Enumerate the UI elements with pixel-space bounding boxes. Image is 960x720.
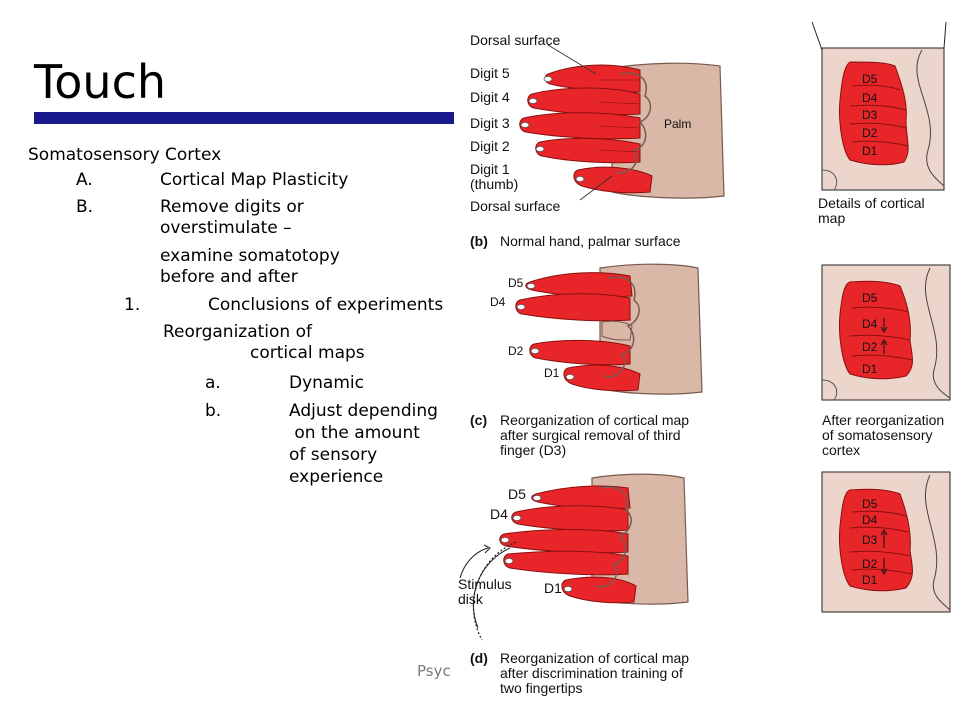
caption-letter-d: (d) [470, 650, 488, 666]
caption-after-reorg-line2: of somatosensory [822, 427, 933, 443]
map-label-d1: D1 [862, 144, 878, 158]
outline-item-b-line4: before and after [160, 267, 298, 287]
cortex-map-d3-removed [821, 264, 951, 401]
hand-label-d1: D1 [544, 580, 562, 596]
digit-3-finger [499, 529, 629, 554]
label-thumb: (thumb) [470, 176, 519, 192]
caption-letter-b: (b) [470, 233, 488, 249]
caption-d3-removal-line1: Reorganization of cortical map [500, 412, 690, 428]
outline-reorg-line2: cortical maps [250, 343, 365, 363]
outline-item-a: Cortical Map Plasticity [160, 170, 349, 190]
outline-item-b-line2: overstimulate – [160, 218, 292, 238]
outline-sub-b-line3: of sensory [289, 445, 378, 465]
map-label-d2: D2 [862, 126, 878, 140]
label-digit-2: Digit 2 [470, 138, 510, 154]
hand-label-d4: D4 [490, 295, 506, 309]
outline-sub-b-line2: on the amount [289, 423, 420, 443]
digit-4-finger [515, 293, 631, 322]
map-label-d5: D5 [862, 72, 878, 86]
outline-sub-b-line1: Adjust depending [289, 401, 438, 421]
map-label-d5: D5 [862, 497, 878, 511]
hand-label-d4: D4 [490, 506, 508, 522]
map-label-d4: D4 [862, 513, 878, 527]
caption-training-line1: Reorganization of cortical map [500, 650, 690, 666]
digit-4-finger [511, 505, 629, 532]
caption-after-reorg-line1: After reorganization [822, 412, 945, 428]
cortex-map-training [821, 471, 951, 613]
map-label-d1: D1 [862, 573, 878, 587]
caption-training-line3: two fingertips [500, 680, 583, 696]
outline-sub1-marker: 1. [124, 295, 141, 315]
label-digit-3: Digit 3 [470, 115, 510, 131]
outline-reorg-line1: Reorganization of [163, 322, 312, 342]
outline-item-b-line1: Remove digits or [160, 197, 304, 217]
map-label-d2: D2 [862, 340, 878, 354]
label-digit-1: Digit 1 [470, 161, 510, 177]
outline-item-b-marker: B. [76, 197, 94, 217]
outline-sub-b-line4: experience [289, 467, 384, 487]
label-digit-4: Digit 4 [470, 89, 510, 105]
hand-label-d1: D1 [544, 366, 560, 380]
digit-2-finger [503, 550, 629, 576]
digit-2-finger [529, 339, 631, 366]
label-dorsal-surface-top: Dorsal surface [470, 32, 561, 48]
title-underline-bar [34, 112, 454, 124]
label-dorsal-surface-bottom: Dorsal surface [470, 198, 561, 214]
caption-after-reorg-line3: cortex [822, 442, 861, 458]
slide-title: Touch [34, 55, 167, 109]
outline-item-a-marker: A. [76, 170, 93, 190]
map-label-d3: D3 [862, 533, 878, 547]
hand-illustration-d3-removed [515, 263, 703, 395]
outline-heading: Somatosensory Cortex [28, 145, 222, 165]
outline-sub-a: Dynamic [289, 373, 364, 393]
caption-letter-c: (c) [470, 412, 488, 428]
digit-2-finger [535, 137, 641, 164]
caption-training-line2: after discrimination training of [500, 665, 683, 681]
digit-3-finger [519, 112, 641, 140]
hand-label-d5: D5 [508, 486, 526, 502]
label-stimulus-line2: disk [458, 591, 483, 607]
outline-sub-a-marker: a. [205, 373, 221, 393]
outline-sub-b-marker: b. [205, 401, 222, 421]
caption-details-cortical-map-line1: Details of cortical [818, 195, 925, 211]
label-palm: Palm [664, 117, 692, 131]
label-digit-5: Digit 5 [470, 65, 510, 81]
map-label-d3: D3 [862, 108, 878, 122]
footer-text: Psyc [417, 662, 451, 680]
expansion-arrows [880, 529, 888, 575]
map-label-d1: D1 [862, 362, 878, 376]
outline-item-b-line3: examine somatotopy [160, 246, 340, 266]
map-label-d4: D4 [862, 317, 878, 331]
label-stimulus-line1: Stimulus [458, 576, 512, 592]
caption-d3-removal-line3: finger (D3) [500, 442, 567, 458]
hand-label-d5: D5 [508, 276, 524, 290]
cortex-map-normal [811, 21, 947, 191]
hand-label-d2: D2 [508, 344, 524, 358]
map-label-d4: D4 [862, 91, 878, 105]
hand-illustration-normal [519, 44, 725, 201]
digit-1-thumb [573, 166, 653, 194]
digit-1-thumb [561, 576, 637, 604]
caption-details-cortical-map-line2: map [818, 210, 846, 226]
expansion-arrows [880, 318, 888, 354]
digit-4-finger [527, 87, 641, 116]
caption-normal-hand: Normal hand, palmar surface [500, 233, 681, 249]
stimulus-disk [459, 541, 517, 641]
map-label-d5: D5 [862, 291, 878, 305]
caption-d3-removal-line2: after surgical removal of third [500, 427, 681, 443]
map-label-d2: D2 [862, 557, 878, 571]
digit-5-finger [525, 272, 633, 298]
outline-sub1: Conclusions of experiments [208, 295, 444, 315]
hand-illustration-training [499, 473, 689, 605]
